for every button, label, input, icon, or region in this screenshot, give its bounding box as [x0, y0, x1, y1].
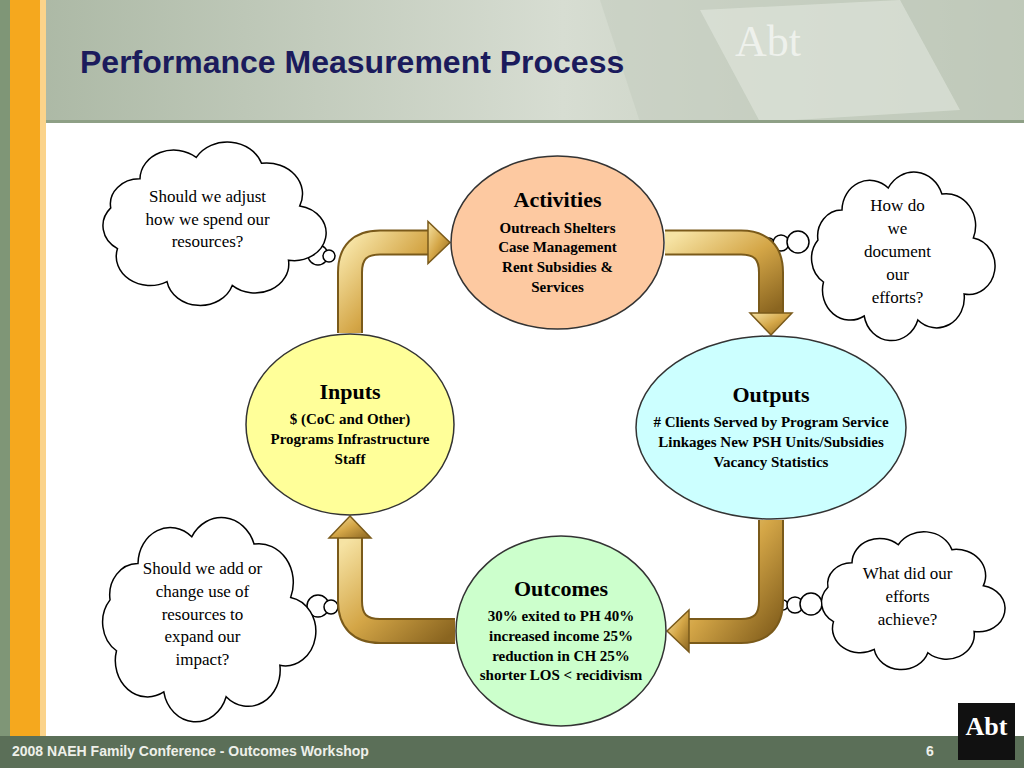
process-ellipse: Inputs $ (CoC and Other) Programs Infrast…	[245, 333, 455, 516]
thought-cloud: Should we adjust how we spend our resour…	[95, 140, 320, 300]
arrow-body	[350, 243, 428, 334]
thought-bubble	[787, 231, 809, 253]
thought-cloud: Should we add or change use of resources…	[95, 515, 310, 715]
node-heading: Outputs	[732, 382, 809, 407]
ellipse-shape	[246, 334, 454, 515]
book-image	[600, 0, 1024, 122]
thought-cloud: How do we document our efforts?	[805, 170, 990, 335]
node-content: Should we add or change use of resources…	[95, 515, 310, 715]
thought-bubble	[324, 600, 338, 614]
node-content: Should we adjust how we spend our resour…	[95, 140, 320, 300]
footer-bar	[0, 736, 1024, 768]
cloud-text: Should we add or change use of resources…	[138, 558, 268, 673]
header-rule	[46, 120, 1024, 123]
flow-arrow	[329, 516, 455, 631]
process-ellipse: ActivitiesOutreach Shelters Case Managem…	[450, 155, 665, 330]
logo-box	[958, 703, 1015, 760]
arrow-head	[329, 516, 371, 538]
flow-arrow	[665, 243, 792, 336]
cloud-shape	[103, 518, 316, 722]
arrow-outline	[350, 243, 428, 334]
footer-text: 2008 NAEH Family Conference - Outcomes W…	[12, 743, 512, 759]
node-body: Outreach Shelters Case Management Rent S…	[483, 219, 633, 298]
ellipse-shape	[451, 156, 664, 329]
cloud-text: How do we document our efforts?	[859, 195, 937, 310]
node-heading: Inputs	[319, 379, 380, 404]
page-number: 6	[920, 743, 940, 759]
cloud-shape	[812, 172, 995, 340]
node-content: Outcomes 30% exited to PH 40% increased i…	[455, 535, 667, 727]
node-body: # Clients Served by Program Service Link…	[646, 413, 896, 472]
node-content: Outputs # Clients Served by Program Servi…	[635, 335, 907, 520]
arrow-body	[665, 243, 771, 314]
node-body: 30% exited to PH 40% increased income 25…	[471, 607, 651, 686]
arrow-outline	[350, 538, 455, 631]
orange-bar-highlight	[40, 0, 46, 736]
process-ellipse: Outputs # Clients Served by Program Servi…	[635, 335, 907, 520]
arrow-head	[667, 610, 689, 652]
cloud-shape	[822, 532, 1005, 670]
flow-arrow	[350, 222, 450, 334]
logo-text: Abt	[958, 712, 1015, 742]
thought-cloud: What did our efforts achieve?	[815, 530, 1000, 665]
node-heading: Outcomes	[514, 576, 608, 601]
cloud-shape	[103, 142, 326, 305]
cloud-text: What did our efforts achieve?	[858, 563, 958, 632]
left-frame	[0, 0, 10, 736]
ellipse-shape	[636, 336, 906, 519]
thought-bubble	[323, 250, 335, 262]
cloud-text: Should we adjust how we spend our resour…	[145, 186, 270, 255]
ellipse-shape	[456, 536, 666, 726]
node-content: ActivitiesOutreach Shelters Case Managem…	[450, 155, 665, 330]
node-content: How do we document our efforts?	[805, 170, 990, 335]
flow-arrow	[667, 520, 771, 652]
book-page	[700, 0, 960, 122]
node-content: Inputs $ (CoC and Other) Programs Infrast…	[245, 333, 455, 516]
arrow-outline	[689, 520, 771, 631]
slide-title: Performance Measurement Process	[80, 44, 624, 81]
node-body: $ (CoC and Other) Programs Infrastructur…	[270, 410, 430, 469]
arrow-head	[428, 222, 450, 264]
header-band	[0, 0, 1024, 122]
node-content: What did our efforts achieve?	[815, 530, 1000, 665]
arrow-outline	[665, 243, 771, 314]
orange-bar	[10, 0, 40, 736]
node-heading: Activities	[514, 187, 602, 212]
arrow-body	[689, 520, 771, 631]
arrow-head	[750, 313, 792, 335]
arrow-body	[350, 538, 455, 631]
watermark: Abt	[735, 16, 855, 67]
process-ellipse: Outcomes 30% exited to PH 40% increased i…	[455, 535, 667, 727]
thought-bubble	[800, 593, 822, 615]
